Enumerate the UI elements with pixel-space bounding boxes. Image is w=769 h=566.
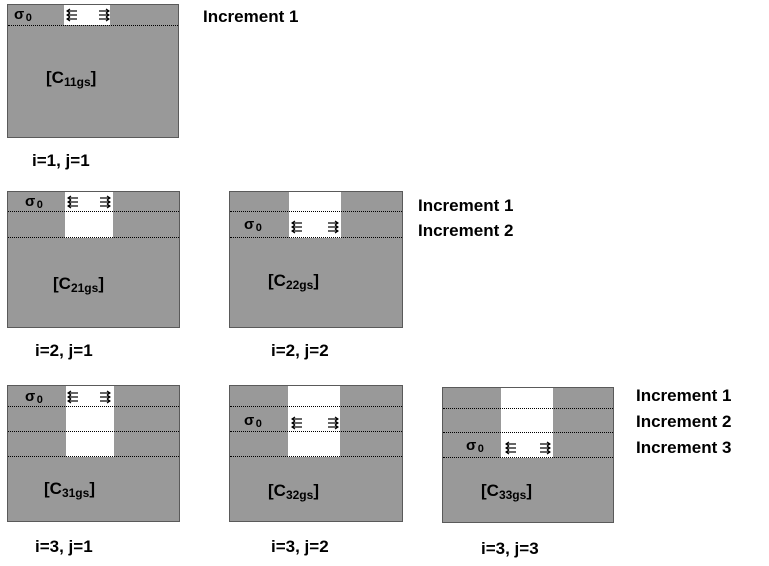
caption-i3-j1: i=3, j=1 [35, 537, 93, 556]
excavation-notch [288, 386, 340, 457]
stiffness-matrix-label: [C32gs] [268, 481, 319, 502]
right-arrows-icon [327, 415, 339, 431]
increment-divider [8, 25, 178, 26]
panel-i2-j2: σ0 [C22gs] [229, 191, 403, 328]
increment-divider [230, 211, 402, 212]
left-arrows-icon [66, 7, 78, 23]
caption-i1-j1: i=1, j=1 [32, 151, 90, 170]
increment-divider [230, 431, 402, 432]
excavation-notch [65, 192, 113, 238]
left-arrows-icon [67, 194, 79, 210]
sigma-0-label: σ0 [244, 412, 263, 431]
increment-divider [230, 456, 402, 457]
caption-i3-j2: i=3, j=2 [271, 537, 329, 556]
excavation-notch [501, 388, 553, 458]
caption-i3-j3: i=3, j=3 [481, 539, 539, 558]
caption-i2-j2: i=2, j=2 [271, 341, 329, 360]
stiffness-matrix-label: [C22gs] [268, 271, 319, 292]
sigma-0-label: σ0 [14, 6, 33, 25]
stiffness-matrix-label: [C33gs] [481, 481, 532, 502]
panel-i2-j1: σ0 [C21gs] [7, 191, 180, 328]
left-arrows-icon [505, 440, 517, 456]
increment-label-3: Increment 3 [636, 438, 732, 457]
increment-divider [230, 237, 402, 238]
increment-divider [8, 211, 179, 212]
left-arrows-icon [291, 415, 303, 431]
excavation-notch [64, 5, 110, 25]
panel-i3-j1: σ0 [C31gs] [7, 385, 180, 522]
right-arrows-icon [99, 194, 111, 210]
caption-i2-j1: i=2, j=1 [35, 341, 93, 360]
panel-i3-j3: σ0 [C33gs] [442, 387, 614, 523]
excavation-notch [289, 192, 341, 238]
left-arrows-icon [67, 389, 79, 405]
increment-label-1: Increment 1 [203, 7, 299, 26]
increment-divider [443, 432, 613, 433]
panel-i3-j2: σ0 [C32gs] [229, 385, 403, 522]
increment-divider [8, 431, 179, 432]
increment-divider [8, 237, 179, 238]
stiffness-matrix-label: [C21gs] [53, 274, 104, 295]
right-arrows-icon [99, 389, 111, 405]
increment-label-1: Increment 1 [636, 386, 732, 405]
right-arrows-icon [98, 7, 110, 23]
excavation-notch [66, 386, 114, 457]
increment-label-2: Increment 2 [636, 412, 732, 431]
left-arrows-icon [291, 219, 303, 235]
right-arrows-icon [539, 440, 551, 456]
sigma-0-label: σ0 [466, 437, 485, 456]
increment-label-2: Increment 2 [418, 221, 514, 240]
sigma-0-label: σ0 [25, 193, 44, 212]
sigma-0-label: σ0 [25, 388, 44, 407]
stiffness-matrix-label: [C31gs] [44, 479, 95, 500]
increment-divider [230, 406, 402, 407]
increment-label-1: Increment 1 [418, 196, 514, 215]
increment-divider [443, 457, 613, 458]
stiffness-matrix-label: [C11gs] [46, 68, 97, 89]
increment-divider [8, 456, 179, 457]
increment-divider [443, 408, 613, 409]
right-arrows-icon [327, 219, 339, 235]
panel-i1-j1: σ0 [C11gs] [7, 4, 179, 138]
increment-divider [8, 406, 179, 407]
sigma-0-label: σ0 [244, 216, 263, 235]
